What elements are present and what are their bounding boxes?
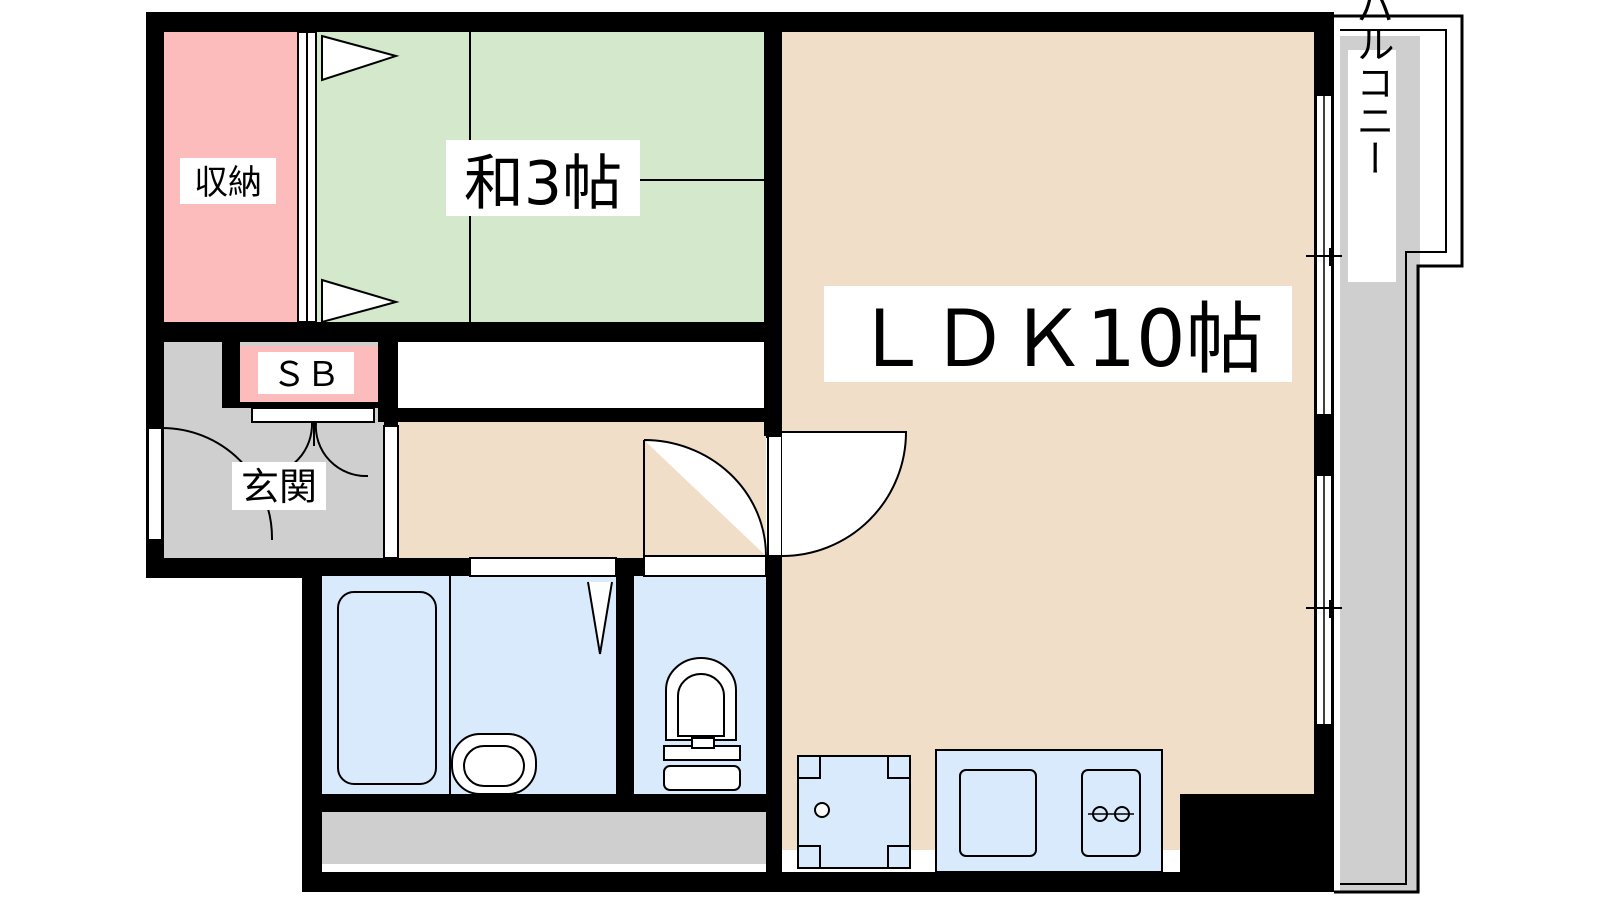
toilet-seat [677, 673, 725, 737]
bath-folding-door[interactable] [587, 581, 613, 655]
entrance-label-bg [232, 462, 326, 510]
ldk-door-opening [767, 435, 783, 557]
wall-sb-left [222, 342, 240, 408]
wall-bath-toilet [616, 576, 634, 812]
toilet-tank-handle [691, 737, 715, 749]
kitchen-sink [959, 769, 1037, 857]
wash-basin-bowl [463, 745, 525, 787]
wall-ldk-door-jamb [766, 420, 782, 438]
washitsu-label: 和3帖 [464, 149, 622, 219]
front-door-frame [147, 427, 163, 541]
wall-left-lower [302, 558, 322, 892]
wall-closet-left [378, 342, 398, 422]
closet-strip [398, 344, 768, 408]
ldk-label-bg [824, 286, 1292, 382]
sliding-door-arrow-top[interactable] [321, 34, 400, 82]
toilet-tank [663, 765, 741, 791]
wall-ldk-lower [766, 556, 782, 872]
kitchen-corner-block [1180, 794, 1314, 874]
storage-label-bg [180, 158, 276, 204]
wall-wet-bottom [322, 794, 782, 812]
balcony-label: バルコニー [1350, 0, 1394, 177]
shoe-box-label: ＳＢ [272, 355, 340, 395]
entrance-label: 玄関 [241, 465, 317, 509]
wall-bottom [302, 872, 1334, 892]
fridge-space-frame [798, 756, 910, 868]
sb-door-right[interactable] [314, 421, 369, 478]
sb-label-bg [258, 352, 354, 394]
bath-door-opening [469, 557, 617, 577]
ldk-label: ＬＤＫ10帖 [852, 295, 1263, 385]
wall-top [146, 12, 1332, 32]
wall-closet-bottom [378, 408, 768, 422]
sliding-door-arrow-bottom[interactable] [321, 278, 400, 324]
toilet-door-leaf[interactable] [643, 439, 767, 557]
wall-washitsu-bottom [164, 322, 782, 342]
entry-right-opening [383, 425, 399, 559]
bathtub [337, 591, 437, 785]
washitsu-label-bg [446, 140, 640, 216]
fridge-outlet-icon [814, 802, 830, 818]
balcony-outline [1334, 14, 1464, 894]
utility-strip [322, 812, 768, 864]
wall-entry-bottom [146, 558, 314, 578]
stove [1081, 769, 1141, 857]
sb-door-frame [251, 407, 375, 423]
wall-sb-bottom [222, 402, 394, 408]
balcony-inner-outline [1340, 29, 1447, 885]
storage-label: 収納 [194, 163, 262, 203]
balcony-label-bg [1348, 50, 1396, 282]
ldk-door-leaf[interactable] [781, 431, 908, 557]
wall-washitsu-ldk [764, 32, 782, 436]
toilet-door-opening [643, 555, 767, 577]
